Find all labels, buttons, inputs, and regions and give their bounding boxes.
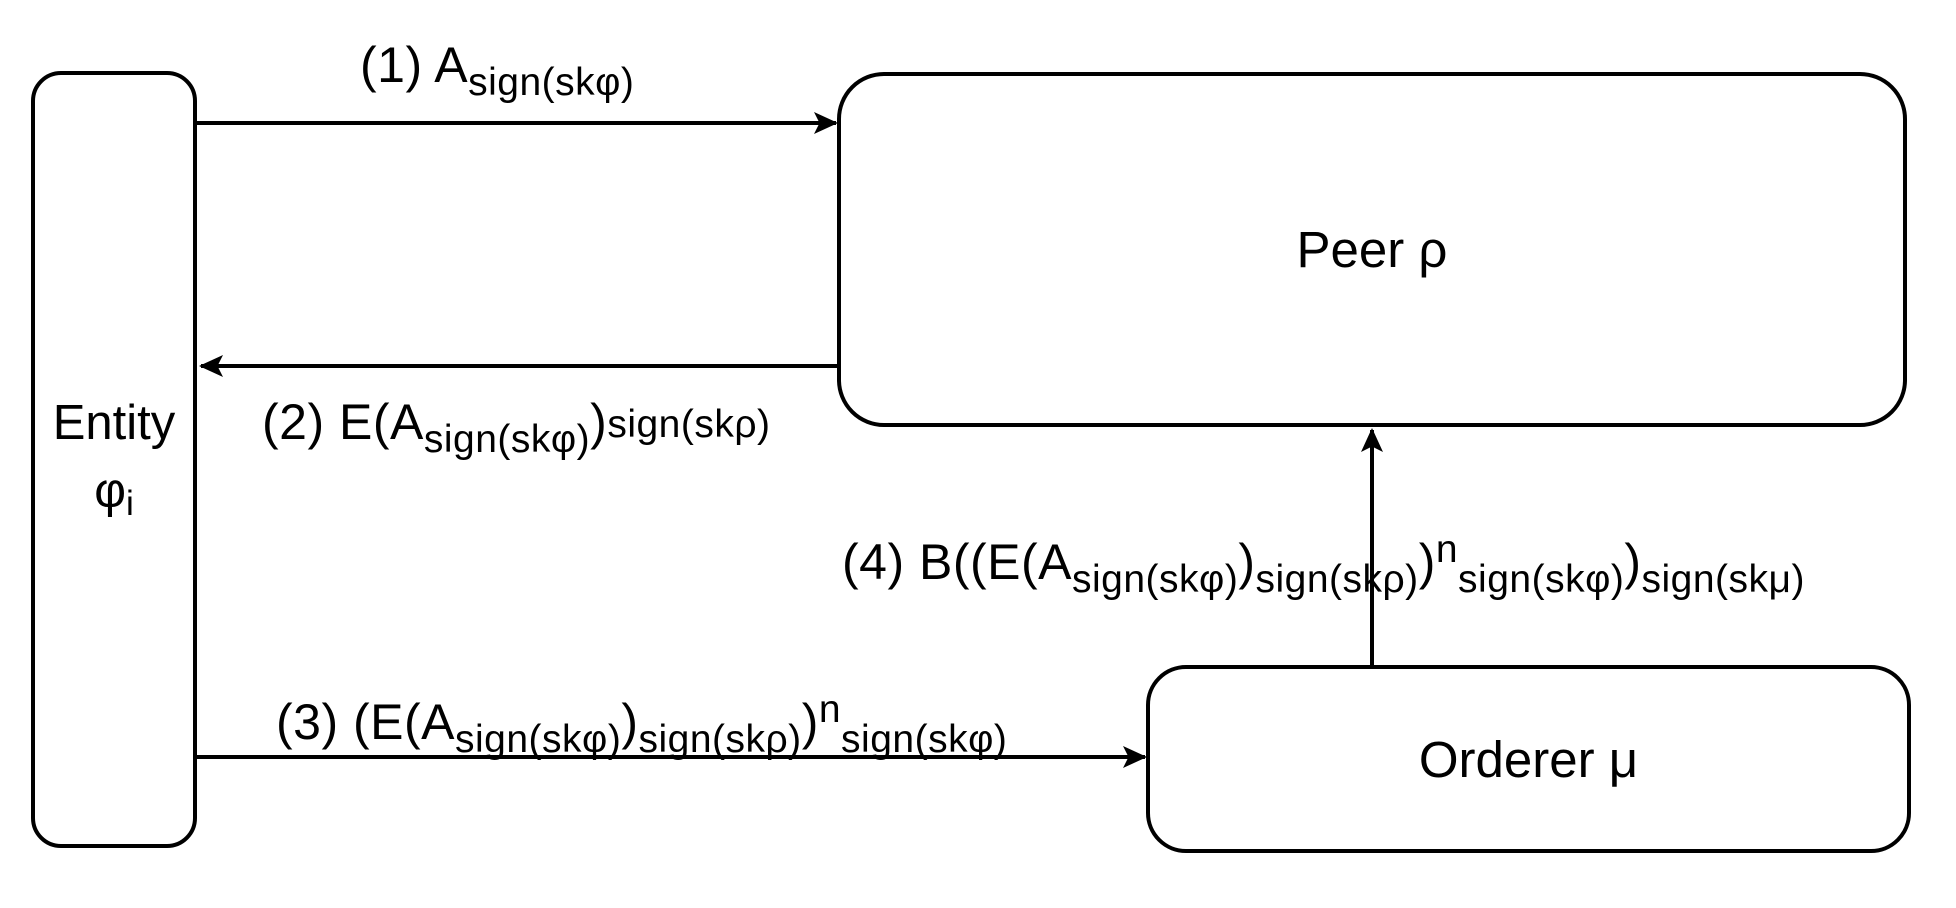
formula-segment-subscript: sign(skφ) <box>468 61 635 104</box>
formula-segment-subscript: sign(skφ) <box>455 718 622 761</box>
node-entity: Entity φi <box>31 71 197 848</box>
formula-segment: (3) (E(A <box>276 694 455 750</box>
node-peer-label: Peer ρ <box>1296 221 1448 278</box>
formula-segment: (1) A <box>360 37 469 93</box>
message-4-label: (4) B((E(Asign(skφ))sign(skρ))nsign(skφ)… <box>842 528 1805 603</box>
message-2-label: (2) E(Asign(skφ))sign(skρ) <box>262 394 771 463</box>
node-peer: Peer ρ <box>837 72 1907 427</box>
node-orderer-label: Orderer μ <box>1418 730 1639 788</box>
formula-segment: (2) E(A <box>262 394 424 450</box>
formula-segment-subscript: sign(skφ) <box>1458 558 1625 601</box>
formula-segment-subscript: sign(skφ) <box>841 718 1008 761</box>
entity-name: Entity <box>52 396 176 451</box>
formula-segment-subscript: sign(skρ) <box>1255 558 1419 601</box>
formula-segment: ) <box>590 394 608 450</box>
formula-segment: (4) B((E(A <box>842 534 1072 590</box>
formula-segment-superscript: n <box>1435 528 1459 571</box>
formula-segment: ) <box>1418 534 1436 590</box>
formula-segment-subscript: sign(skρ) <box>638 718 802 761</box>
formula-segment-superscript: n <box>818 688 842 731</box>
formula-segment-subscript: sign(skμ) <box>1641 558 1806 601</box>
formula-segment-subscript: sign(skφ) <box>1072 558 1239 601</box>
formula-segment: ) <box>801 694 819 750</box>
message-1-label: (1) Asign(skφ) <box>360 37 634 106</box>
formula-segment-small: sign(skρ) <box>607 403 771 446</box>
entity-symbol-subscript: i <box>125 483 134 523</box>
formula-segment: ) <box>1624 534 1642 590</box>
formula-segment: ) <box>621 694 639 750</box>
entity-symbol: φ <box>94 464 126 519</box>
node-orderer: Orderer μ <box>1146 665 1911 853</box>
formula-segment: ) <box>1238 534 1256 590</box>
message-3-label: (3) (E(Asign(skφ))sign(skρ))nsign(skφ) <box>276 688 1007 763</box>
formula-segment-subscript: sign(skφ) <box>423 418 591 461</box>
node-entity-label: Entity φi <box>53 390 176 528</box>
